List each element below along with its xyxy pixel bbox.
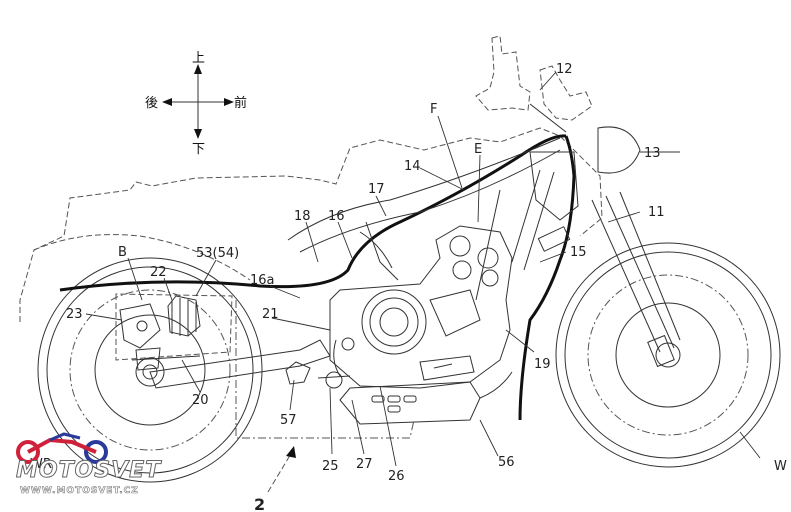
upper-frame [287,137,579,301]
label-11: 11 [648,205,665,220]
label-E: E [474,142,482,157]
watermark-brand: MOTOSVET [15,458,162,484]
front-frame-line [518,135,576,421]
label-25: 25 [322,459,339,474]
label-13: 13 [644,146,661,161]
body-outline [19,127,603,322]
label-16: 16 [328,209,345,224]
label-B: B [118,245,127,260]
detail-region-2 [235,300,415,439]
label-57: 57 [280,413,297,428]
label-17: 17 [368,182,385,197]
label-53-54: 53(54) [196,246,239,261]
headlight [597,126,680,174]
label-2: 2 [254,495,265,512]
front-fork [591,191,681,368]
watermark-url: WWW.MOTOSVET.CZ [20,486,139,497]
handlebar-mirrors [475,35,593,133]
rear-fender-outline [33,234,251,281]
direction-rear-label: 後 [145,96,158,111]
direction-up-label: 上 [192,51,205,66]
label-W: W [774,459,787,474]
skid-plate [339,371,513,425]
label-26: 26 [388,469,405,484]
leader-lines [85,71,761,467]
label-F: F [430,102,437,117]
detail-region-B [115,293,233,361]
label-20: 20 [192,393,209,408]
label-27: 27 [356,457,373,472]
label-22: 22 [150,265,167,280]
label-16a: 16a [250,273,275,288]
direction-down-label: 下 [192,142,205,157]
direction-front-label: 前 [234,95,247,111]
front-wheel [555,242,781,468]
label-15: 15 [570,245,587,260]
label-56: 56 [498,455,515,470]
label-21: 21 [262,307,279,322]
label-19: 19 [534,357,551,372]
label-23: 23 [66,307,83,322]
label-14: 14 [404,159,421,174]
rear-shock [119,295,201,371]
swingarm [131,339,331,389]
footpeg-bracket [285,361,351,389]
orientation-arrows [162,64,234,139]
main-frame-F [59,134,567,292]
engine [329,225,513,389]
motorcycle-logo-icon [16,432,108,464]
label-12: 12 [556,62,573,77]
watermark-logo: MOTOSVET WWW.MOTOSVET.CZ [10,430,210,502]
label-18: 18 [294,209,311,224]
section-arrow-2 [267,446,296,493]
